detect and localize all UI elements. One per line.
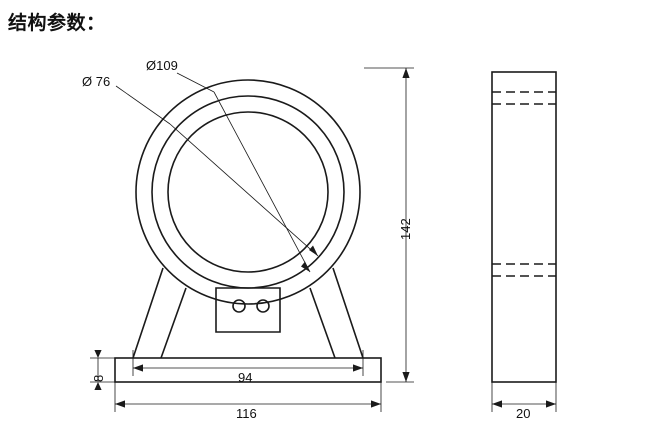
ring-middle-circle xyxy=(151,95,345,289)
dim-label-overall-height: 142 xyxy=(398,218,413,240)
leader-inner-diameter-line xyxy=(169,123,319,257)
mounting-hole-right xyxy=(256,299,270,313)
dim-label-base-plate-thickness: 8 xyxy=(91,374,106,382)
terminal-block xyxy=(215,287,281,333)
stand-right-inner-edge xyxy=(309,287,336,359)
dim-label-depth: 20 xyxy=(516,406,531,421)
stand-left-outer-edge xyxy=(132,267,164,359)
ring-inner-circle xyxy=(167,111,329,273)
page-title: 结构参数： xyxy=(8,13,106,34)
side-view-hidden-lines xyxy=(492,91,556,277)
leader-outer-diameter-line xyxy=(213,91,311,273)
dim-label-inner-diameter: Ø 76 xyxy=(82,74,111,89)
dim-label-base-width: 116 xyxy=(236,406,257,421)
mounting-hole-left xyxy=(232,299,246,313)
side-view-body xyxy=(491,71,557,383)
base-plate xyxy=(114,357,382,383)
stand-left-inner-edge xyxy=(160,287,187,359)
dim-label-outer-diameter: Ø109 xyxy=(146,58,178,73)
leader-outer-diameter xyxy=(176,72,215,93)
leader-inner-diameter xyxy=(115,85,171,125)
stand-right-outer-edge xyxy=(332,267,364,359)
dimension-arrowheads xyxy=(94,68,556,408)
ring-outer-circle xyxy=(135,79,361,305)
dim-label-mounting-hole-span: 94 xyxy=(238,370,253,385)
